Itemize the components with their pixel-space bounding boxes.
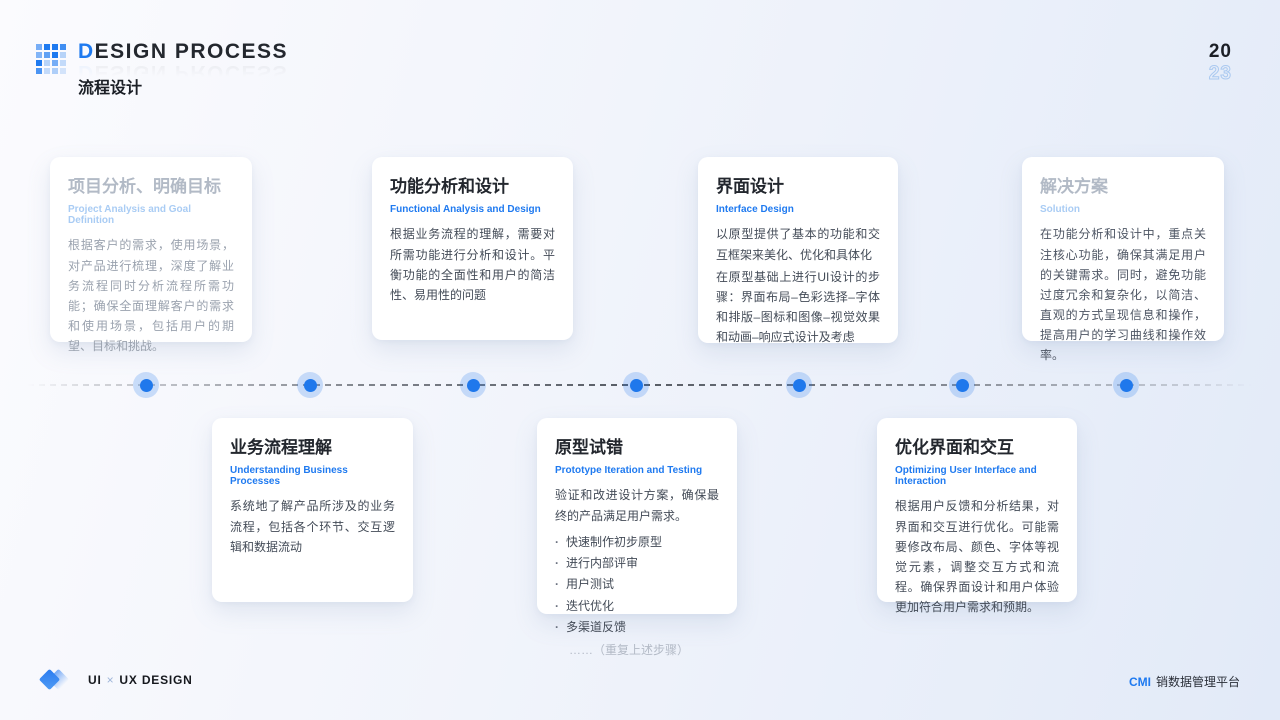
page-title: DESIGN PROCESS	[78, 40, 288, 63]
timeline-dot	[786, 372, 812, 398]
card-title: 项目分析、明确目标	[68, 177, 221, 196]
platform-name: 销数据管理平台	[1155, 675, 1240, 689]
process-card-functional-analysis: 功能分析和设计 Functional Analysis and Design 根据业…	[372, 157, 573, 340]
page-subtitle: 流程设计	[78, 80, 143, 98]
timeline-dot	[460, 372, 486, 398]
year-bottom: 23	[1208, 63, 1232, 84]
card-paragraph: 根据客户的需求，使用场景，对产品进行梳理，深度了解业务流程同时分析流程所需功能；…	[68, 238, 234, 354]
header: DESIGN PROCESS DESIGN PROCESS 流程设计	[36, 40, 288, 98]
card-repeat-note: ……（重复上述步骤）	[569, 642, 690, 657]
pixel-grid-logo-icon	[36, 44, 66, 74]
card-bullet-item: 用户测试	[555, 574, 719, 595]
process-card-interface-design: 界面设计 Interface Design 以原型提供了基本的功能和交互框架来美化、…	[698, 157, 898, 344]
brand-text: UI × UX DESIGN	[88, 673, 193, 687]
double-diamond-logo-icon	[38, 668, 76, 692]
card-bullet-item: 多渠道反馈	[555, 617, 719, 638]
timeline-dot	[297, 372, 323, 398]
process-card-solution: 解决方案 Solution 在功能分析和设计中，重点关注核心功能，确保其满足用户的关…	[1022, 157, 1224, 362]
brand-ui: UI	[88, 673, 102, 687]
card-paragraph: 系统地了解产品所涉及的业务流程，包括各个环节、交互逻辑和数据流动	[230, 499, 395, 554]
card-subtitle-en: Project Analysis and Goal Definition	[68, 204, 192, 227]
timeline-dot	[1113, 372, 1139, 398]
card-title: 业务流程理解	[230, 438, 332, 457]
card-subtitle-en: Prototype Iteration and Testing	[555, 465, 703, 477]
process-card-prototype-testing: 原型试错 Prototype Iteration and Testing 验证和改进…	[537, 418, 737, 657]
card-title: 功能分析和设计	[390, 177, 509, 196]
card-subtitle-en: Interface Design	[716, 204, 794, 216]
card-paragraph: 验证和改进设计方案，确保最终的产品满足用户需求。	[555, 488, 719, 523]
process-card-project-analysis: 项目分析、明确目标 Project Analysis and Goal Defin…	[50, 157, 252, 353]
timeline-dot	[133, 372, 159, 398]
card-paragraph: 在功能分析和设计中，重点关注核心功能，确保其满足用户的关键需求。同时，避免功能过…	[1040, 227, 1206, 363]
card-bullet-item: 快速制作初步原型	[555, 532, 719, 553]
process-card-optimize-ui: 优化界面和交互 Optimizing User Interface and Int…	[877, 418, 1077, 614]
card-paragraph: 根据业务流程的理解，需要对所需功能进行分析和设计。平衡功能的全面性和用户的简洁性…	[390, 227, 555, 302]
card-paragraph: 根据用户反馈和分析结果，对界面和交互进行优化。可能需要修改布局、颜色、字体等视觉…	[895, 499, 1059, 615]
card-paragraph: 以原型提供了基本的功能和交互框架来美化、优化和具体化	[716, 227, 880, 262]
card-title: 原型试错	[555, 438, 623, 457]
card-title: 解决方案	[1040, 177, 1108, 196]
year-top: 20	[1208, 41, 1232, 62]
card-subtitle-en: Optimizing User Interface and Interactio…	[895, 465, 1037, 488]
process-card-business-process: 业务流程理解 Understanding Business Processes 系统…	[212, 418, 413, 602]
card-bullet-item: 迭代优化	[555, 596, 719, 617]
footer-brand: UI × UX DESIGN	[38, 668, 193, 692]
card-bullet-list: 快速制作初步原型进行内部评审用户测试迭代优化多渠道反馈	[555, 532, 719, 639]
platform-brand: CMI	[1128, 675, 1151, 689]
page-title-rest: ESIGN PROCESS	[94, 40, 289, 63]
timeline-dot	[623, 372, 649, 398]
footer-platform: CMI 销数据管理平台	[1129, 673, 1240, 690]
header-titles: DESIGN PROCESS DESIGN PROCESS 流程设计	[78, 40, 288, 98]
brand-ux: UX DESIGN	[119, 673, 193, 687]
card-subtitle-en: Solution	[1040, 204, 1080, 216]
page-title-lead: D	[78, 40, 95, 63]
brand-times: ×	[106, 673, 115, 687]
year-badge: 20 23	[1208, 41, 1232, 84]
card-title: 界面设计	[716, 177, 784, 196]
card-title: 优化界面和交互	[895, 438, 1014, 457]
card-subtitle-en: Understanding Business Processes	[230, 465, 348, 488]
timeline-dot	[949, 372, 975, 398]
card-subtitle-en: Functional Analysis and Design	[390, 204, 541, 216]
card-paragraph: 在原型基础上进行UI设计的步骤：界面布局–色彩选择–字体和排版–图标和图像–视觉…	[716, 269, 880, 345]
card-bullet-item: 进行内部评审	[555, 553, 719, 574]
